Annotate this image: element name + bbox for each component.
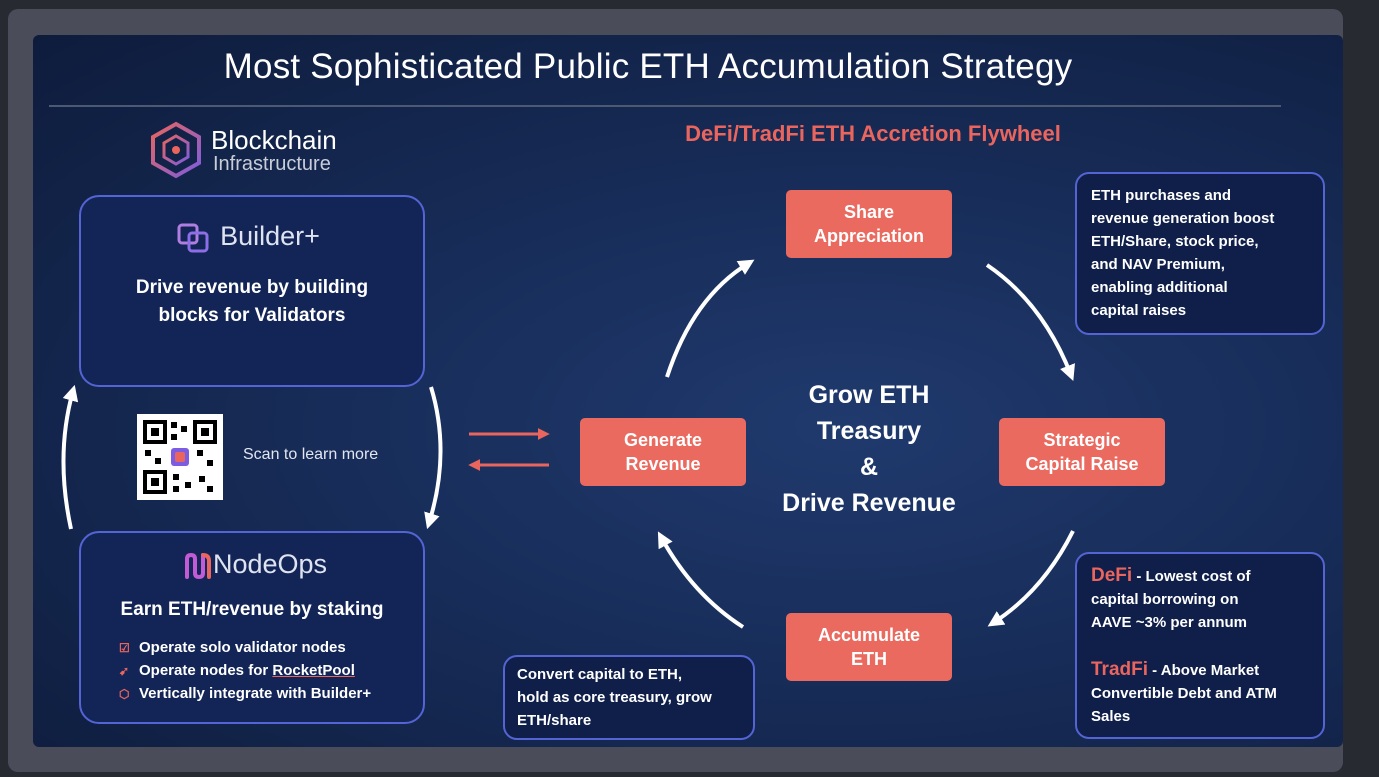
scan-label: Scan to learn more: [243, 446, 379, 463]
defi-line-2: capital borrowing on: [1091, 591, 1239, 608]
center-line-4: Drive Revenue: [782, 489, 956, 517]
note-share-appreciation: ETH purchases and revenue generation boo…: [1075, 172, 1325, 335]
share-line-2: Appreciation: [813, 226, 924, 246]
note-share-line-6: capital raises: [1091, 302, 1187, 319]
cube-icon: ⬡: [119, 687, 130, 701]
title-divider: [49, 105, 1281, 107]
logo-line-2: Infrastructure: [213, 153, 331, 175]
builder-brand-text: Builder+: [220, 221, 320, 251]
defi-line-1-text: - Lowest cost of: [1132, 568, 1251, 585]
revenue-line-1: Generate: [623, 430, 703, 450]
bullet-2-text: Operate nodes for: [139, 662, 273, 679]
note-capital-sources: DeFi - Lowest cost of capital borrowing …: [1075, 552, 1325, 739]
nodeops-brand: NodeOps: [99, 549, 441, 580]
note-accum-line-2: hold as core treasury, grow: [517, 689, 712, 706]
logo-line-1: Blockchain: [211, 125, 337, 155]
qr-code: [137, 414, 223, 500]
center-line-3: &: [859, 453, 879, 481]
center-line-1: Grow ETH: [808, 381, 930, 409]
slide: Most Sophisticated Public ETH Accumulati…: [33, 35, 1343, 747]
page-title: Most Sophisticated Public ETH Accumulati…: [223, 47, 1073, 86]
tradfi-line-1: TradFi - Above Market: [1091, 658, 1309, 682]
nodeops-card: NodeOps Earn ETH/revenue by staking ☑ Ope…: [79, 531, 425, 724]
accum-line-2: ETH: [850, 649, 887, 669]
defi-label: DeFi: [1091, 565, 1133, 586]
blockchain-infrastructure-logo: Blockchain Infrastructure: [145, 121, 385, 179]
note-share-line-2: revenue generation boost: [1091, 210, 1275, 227]
rocketpool-link[interactable]: RocketPool: [272, 662, 355, 679]
arrow-share-to-capital: [985, 263, 1075, 381]
capital-line-1: Strategic: [1043, 430, 1121, 450]
note-accum-line-3: ETH/share: [517, 712, 592, 729]
bullet-3-text: Vertically integrate with Builder+: [139, 685, 372, 702]
arrow-accumulate-to-revenue: [657, 531, 745, 629]
nodeops-heading: Earn ETH/revenue by staking: [120, 599, 384, 620]
accum-line-1: Accumulate: [817, 625, 921, 645]
builder-heading-line-1: Drive revenue by building: [135, 277, 369, 298]
tradfi-line-1-text: - Above Market: [1148, 662, 1260, 679]
nodeops-logo-icon: [185, 552, 211, 580]
nodeops-bullet-3: ⬡ Vertically integrate with Builder+: [119, 685, 371, 702]
note-accum-line-1: Convert capital to ETH,: [517, 666, 683, 683]
share-line-1: Share: [843, 202, 894, 222]
builder-card: Builder+ Drive revenue by building block…: [79, 195, 425, 387]
flywheel-center-label: Grow ETH Treasury & Drive Revenue: [755, 377, 983, 521]
hexagon-molecule-icon: [151, 121, 201, 179]
defi-line-3: AAVE ~3% per annum: [1091, 614, 1248, 631]
flow-arrows: [61, 259, 1075, 629]
nodeops-brand-text: NodeOps: [212, 549, 328, 579]
defi-line-1: DeFi - Lowest cost of: [1091, 564, 1309, 588]
flywheel-subtitle: DeFi/TradFi ETH Accretion Flywheel: [685, 121, 1061, 146]
center-line-2: Treasury: [816, 417, 922, 445]
qr-code-icon: [143, 420, 217, 494]
checkbox-icon: ☑: [119, 641, 130, 655]
nodeops-bullet-1: ☑ Operate solo validator nodes: [119, 639, 346, 656]
arrow-revenue-to-share: [665, 259, 755, 378]
arrow-capital-to-accumulate: [987, 530, 1075, 627]
nodeops-bullet-2: ➹ Operate nodes for RocketPool: [119, 662, 355, 679]
revenue-line-2: Revenue: [625, 454, 701, 474]
tradfi-line-3: Sales: [1091, 708, 1131, 725]
arrow-builder-to-nodeops: [424, 386, 443, 530]
note-share-line-3: ETH/Share, stock price,: [1091, 233, 1259, 250]
note-share-line-4: and NAV Premium,: [1091, 256, 1225, 273]
tradfi-line-2: Convertible Debt and ATM: [1091, 685, 1277, 702]
capital-line-2: Capital Raise: [1025, 454, 1139, 474]
note-share-line-5: enabling additional: [1091, 279, 1228, 296]
bullet-1-text: Operate solo validator nodes: [139, 639, 346, 656]
rocket-icon: ➹: [119, 664, 130, 678]
arrow-nodeops-to-builder: [61, 384, 79, 530]
builder-heading-line-2: blocks for Validators: [158, 305, 346, 326]
note-share-line-1: ETH purchases and: [1091, 187, 1232, 204]
tradfi-label: TradFi: [1091, 659, 1149, 680]
builder-squares-icon: [177, 223, 209, 253]
builder-brand: Builder+: [99, 221, 441, 252]
note-accumulate-eth: Convert capital to ETH, hold as core tre…: [503, 655, 755, 740]
